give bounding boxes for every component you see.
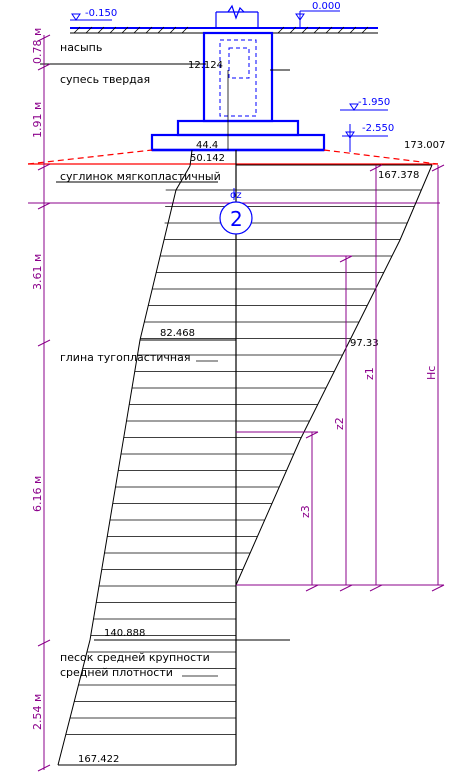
value-szp-mid: 97.33 — [350, 338, 379, 349]
soil-clay-label: глина тугопластичная — [60, 351, 190, 364]
foundation — [150, 31, 326, 152]
elevation-right-label: 0.000 — [312, 1, 341, 12]
soil-sandy-loam-label: супесь твердая — [60, 73, 150, 86]
additional-pressure-envelope — [235, 164, 433, 586]
value-szp-2: 167.378 — [378, 170, 419, 181]
value-sand-top: 140.888 — [104, 628, 145, 639]
base-elevation-2-label: -2.550 — [362, 123, 394, 134]
left-dimension-line — [37, 34, 51, 772]
zero-marker: 2 σz — [219, 188, 253, 235]
thickness-sand: 2.54 м — [31, 694, 44, 730]
thickness-fill: 0.78 м — [31, 28, 44, 64]
column-break-mark — [215, 4, 259, 28]
dim-z2: z2 — [333, 417, 346, 430]
soil-sand-label-2: средней плотности — [60, 666, 173, 679]
value-s1: 44.4 — [196, 140, 218, 151]
right-dimension-lines — [236, 164, 445, 592]
value-s2: 50.142 — [190, 153, 225, 164]
base-elevation-marker-1: -1.950 — [340, 97, 390, 111]
elevation-marker-left: -0.150 — [70, 8, 117, 21]
value-bottom: 167.422 — [78, 754, 119, 765]
soil-sand-label-1: песок средней крупности — [60, 651, 210, 664]
red-reference-lines — [27, 149, 439, 165]
dim-z3: z3 — [299, 505, 312, 518]
base-elevation-marker-2: -2.550 — [342, 123, 394, 152]
ground-surface — [70, 26, 378, 34]
zero-marker-label: 2 — [230, 207, 243, 231]
thickness-clay: 6.16 м — [31, 476, 44, 512]
elevation-marker-right: 0.000 — [295, 1, 341, 28]
soil-fill-label: насыпь — [60, 41, 102, 54]
base-elevation-1-label: -1.950 — [358, 97, 390, 108]
value-sz0: 12.124 — [188, 60, 223, 71]
soil-loam-label: суглинок мягкопластичный — [60, 170, 221, 183]
value-szp-top: 173.007 — [404, 140, 445, 151]
thickness-loam: 3.61 м — [31, 254, 44, 290]
dim-z1: z1 — [363, 367, 376, 380]
elevation-left-label: -0.150 — [85, 8, 117, 19]
natural-pressure-envelope — [57, 149, 237, 766]
thickness-sandy-loam: 1.91 м — [31, 102, 44, 138]
pressure-hatching — [65, 189, 422, 735]
sigma-z-label: σz — [230, 190, 242, 201]
value-mid-clay: 82.468 — [160, 328, 195, 339]
dim-hc: Hc — [425, 366, 438, 380]
